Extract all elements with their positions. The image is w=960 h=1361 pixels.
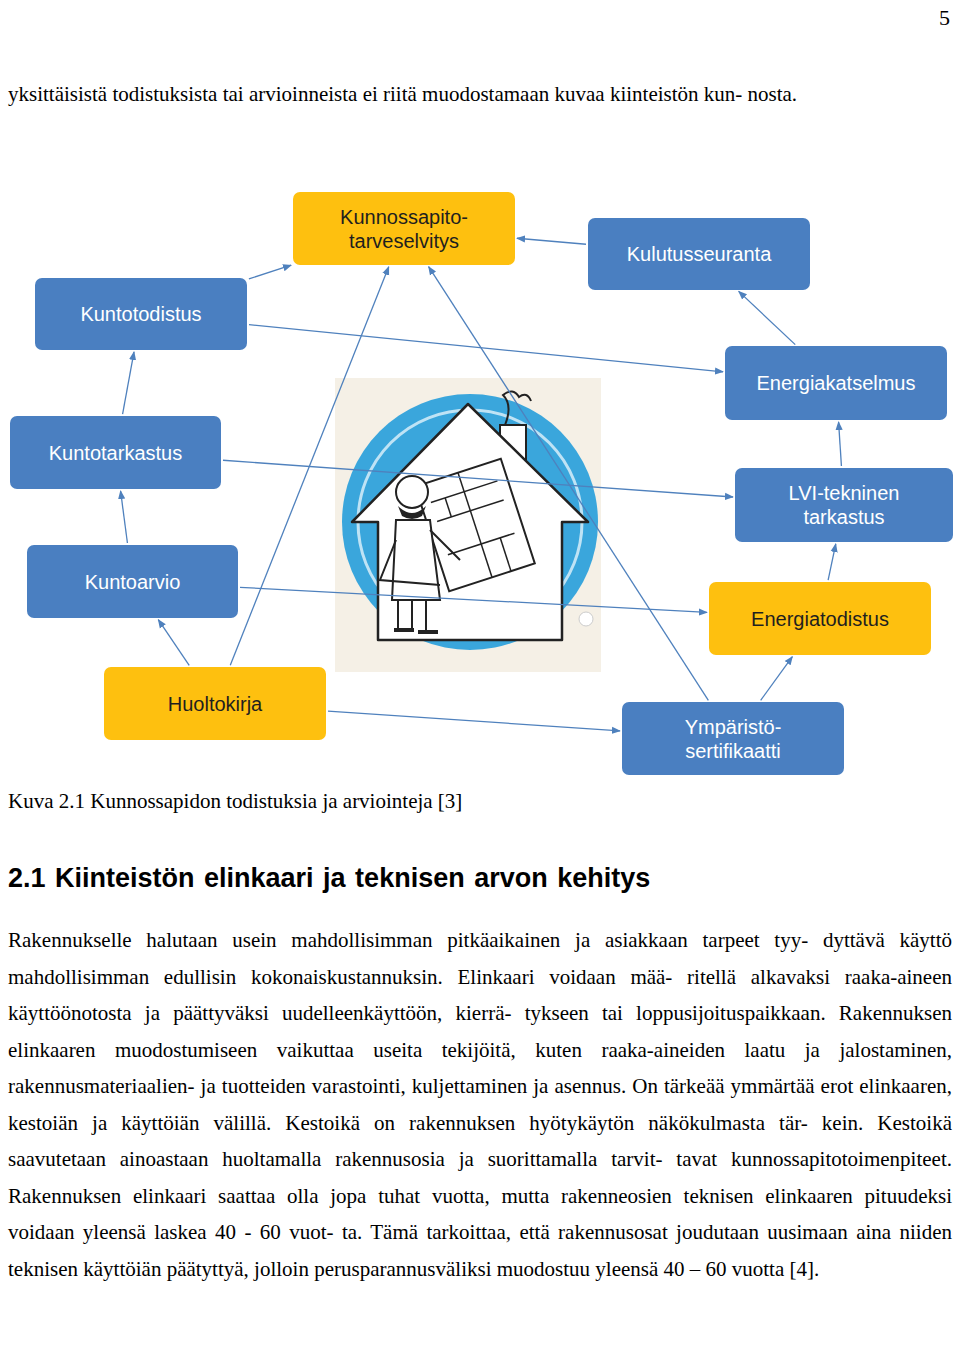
box-label: Energiakatselmus (757, 371, 916, 395)
box-label: LVI-tekninen tarkastus (769, 481, 919, 529)
box-label: Ympäristö- sertifikaatti (658, 715, 808, 763)
process-box: Kulutusseuranta (588, 218, 810, 290)
figure-caption: Kuva 2.1 Kunnossapidon todistuksia ja ar… (8, 783, 952, 820)
process-box: Kuntoarvio (27, 545, 238, 618)
process-box: Energiatodistus (709, 582, 931, 655)
connector-arrow (328, 711, 620, 731)
connector-arrow (158, 620, 189, 666)
body-text: yksittäisistä todistuksista tai arvioinn… (8, 76, 952, 113)
connector-arrow (121, 491, 128, 543)
connector-arrow (249, 325, 723, 372)
page-number: 5 (900, 0, 950, 37)
illustration-ground (335, 378, 601, 672)
man-beard (398, 506, 426, 519)
process-box: LVI-tekninen tarkastus (735, 468, 953, 542)
white-dot (579, 612, 593, 626)
box-label: Kuntotarkastus (49, 441, 182, 465)
box-label: Huoltokirja (168, 692, 262, 716)
man-arms (380, 530, 460, 585)
process-box: Kuntotarkastus (10, 416, 221, 489)
connector-arrow (123, 352, 134, 414)
connector-arrow (230, 267, 388, 665)
process-box: Kunnossapito- tarveselvitys (293, 192, 515, 265)
connector-arrow (839, 422, 842, 466)
box-label: Kunnossapito- tarveselvitys (319, 205, 489, 253)
connector-arrow (429, 267, 709, 701)
box-label: Kulutusseuranta (627, 242, 772, 266)
connector-arrow (240, 587, 707, 612)
box-label: Energiatodistus (751, 607, 889, 631)
box-label: Kuntoarvio (85, 570, 181, 594)
blue-circle (342, 394, 598, 650)
connector-arrow (517, 238, 586, 244)
connector-arrow (249, 265, 291, 279)
connector-arrow (761, 657, 793, 701)
section-heading: 2.1 Kiinteistön elinkaari ja teknisen ar… (8, 860, 952, 896)
process-box: Ympäristö- sertifikaatti (622, 702, 844, 775)
man-shoes (394, 630, 438, 632)
process-box: Energiakatselmus (725, 346, 947, 420)
man-head (396, 476, 428, 508)
man-legs (398, 600, 426, 632)
body-text: Rakennukselle halutaan usein mahdollisim… (8, 922, 952, 1287)
box-label: Kuntotodistus (80, 302, 201, 326)
process-box: Kuntotodistus (35, 278, 247, 350)
connector-arrow (828, 544, 836, 580)
connector-arrow (739, 291, 796, 344)
process-box: Huoltokirja (104, 667, 326, 740)
